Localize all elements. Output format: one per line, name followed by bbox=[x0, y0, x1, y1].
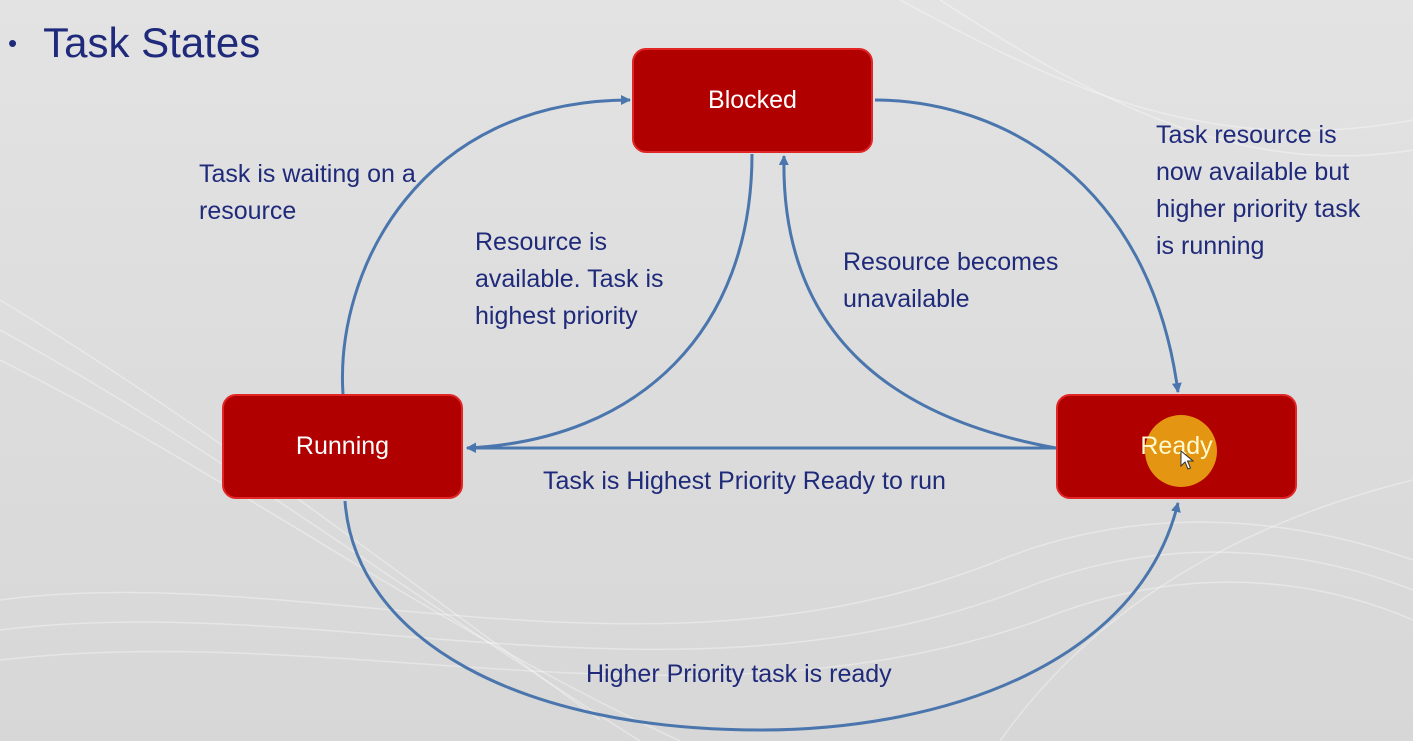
label-line: unavailable bbox=[843, 285, 970, 313]
state-blocked-label: Blocked bbox=[708, 86, 797, 114]
label-line: higher priority task bbox=[1156, 195, 1361, 223]
label-running-to-blocked: Task is waiting on a resource bbox=[199, 156, 416, 230]
arrow-running-to-blocked bbox=[340, 95, 631, 395]
state-running: Running bbox=[222, 394, 463, 499]
label-line: now available but bbox=[1156, 158, 1350, 186]
arrow-ready-to-blocked bbox=[778, 155, 1057, 450]
label-blocked-to-running: Resource is available. Task is highest p… bbox=[475, 224, 664, 335]
label-line: is running bbox=[1156, 232, 1265, 260]
slide-title: Task States bbox=[43, 19, 261, 66]
label-ready-to-blocked: Resource becomes unavailable bbox=[843, 244, 1058, 318]
label-ready-to-running: Task is Highest Priority Ready to run bbox=[543, 467, 946, 495]
state-ready-label: Ready bbox=[1140, 432, 1213, 460]
mouse-pointer-icon bbox=[1180, 450, 1194, 470]
arrow-running-to-ready bbox=[343, 500, 1181, 732]
label-line: Resource is bbox=[475, 228, 607, 256]
label-running-to-ready: Higher Priority task is ready bbox=[586, 660, 892, 688]
label-line: available. Task is bbox=[475, 265, 664, 293]
label-line: Resource becomes bbox=[843, 248, 1059, 276]
label-blocked-to-ready: Task resource is now available but highe… bbox=[1156, 117, 1360, 265]
label-line: highest priority bbox=[475, 302, 638, 330]
slide-title-row: • Task States bbox=[8, 22, 260, 64]
state-ready: Ready bbox=[1056, 394, 1297, 499]
state-blocked: Blocked bbox=[632, 48, 873, 153]
label-line: Task is waiting on a bbox=[199, 160, 416, 188]
arrow-blocked-to-running bbox=[466, 153, 754, 453]
state-running-label: Running bbox=[295, 432, 390, 460]
arrow-blocked-to-ready bbox=[874, 98, 1182, 393]
label-line: resource bbox=[199, 197, 297, 225]
bullet-icon: • bbox=[8, 28, 18, 58]
label-line: Task resource is bbox=[1156, 121, 1337, 149]
